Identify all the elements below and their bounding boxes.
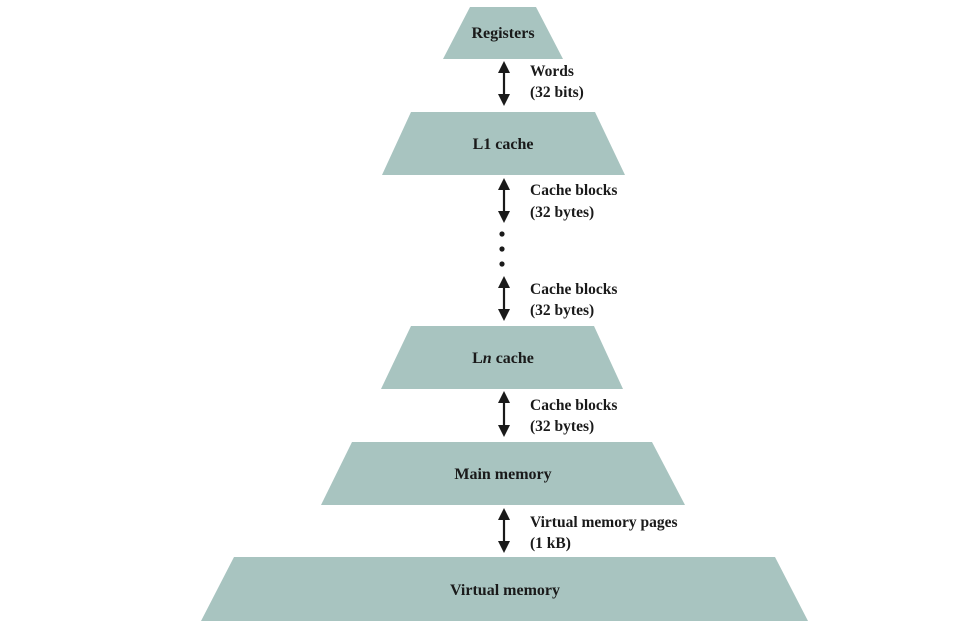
- level-virtual-memory-shape: [201, 557, 808, 621]
- svg-text:(1 kB): (1 kB): [530, 535, 571, 552]
- svg-text:Cache blocks: Cache blocks: [530, 281, 617, 298]
- transfer-label-l1-cache-blocks: Cache blocks (32 bytes): [530, 182, 617, 221]
- level-l1-cache: L1 cache: [382, 112, 625, 175]
- level-main-memory-label: Main memory: [454, 466, 551, 483]
- transfer-label-virtual-memory-pages: Virtual memory pages (1 kB): [530, 514, 678, 552]
- svg-text:(32 bytes): (32 bytes): [530, 204, 594, 221]
- svg-text:Cache blocks: Cache blocks: [530, 182, 617, 199]
- vertical-ellipsis-icon: [499, 231, 505, 267]
- transfer-label-ln-cache-blocks-upper: Cache blocks (32 bytes): [530, 281, 617, 319]
- svg-text:Virtual memory pages: Virtual memory pages: [530, 514, 678, 531]
- double-arrow-icon: [498, 508, 510, 553]
- level-registers-shape: [443, 7, 563, 59]
- transfer-label-ln-cache-blocks-lower: Cache blocks (32 bytes): [530, 397, 617, 435]
- level-registers: Registers: [443, 7, 563, 59]
- svg-text:Words: Words: [530, 63, 574, 80]
- transfer-label-words: Words (32 bits): [530, 63, 584, 101]
- level-main-memory-shape: [321, 442, 685, 505]
- level-virtual-memory-label: Virtual memory: [450, 582, 560, 599]
- level-l1-cache-shape: [382, 112, 625, 175]
- level-ln-cache-shape: [381, 326, 623, 389]
- svg-text:Cache blocks: Cache blocks: [530, 397, 617, 414]
- double-arrow-icon: [498, 276, 510, 321]
- svg-text:(32 bytes): (32 bytes): [530, 302, 594, 319]
- level-registers-label: Registers: [471, 25, 534, 42]
- level-main-memory: Main memory: [321, 442, 685, 505]
- level-ln-cache-label: Ln cache: [472, 350, 534, 367]
- double-arrow-icon: [498, 61, 510, 106]
- double-arrow-icon: [498, 391, 510, 437]
- level-ln-suffix: cache: [492, 350, 534, 367]
- svg-text:(32 bits): (32 bits): [530, 84, 584, 101]
- svg-text:(32 bytes): (32 bytes): [530, 418, 594, 435]
- level-ln-cache: Ln cache: [381, 326, 623, 389]
- level-virtual-memory: Virtual memory: [201, 557, 808, 621]
- level-ln-prefix: L: [472, 350, 483, 367]
- level-l1-cache-label: L1 cache: [473, 136, 534, 153]
- double-arrow-icon: [498, 178, 510, 223]
- level-ln-italic: n: [483, 350, 492, 367]
